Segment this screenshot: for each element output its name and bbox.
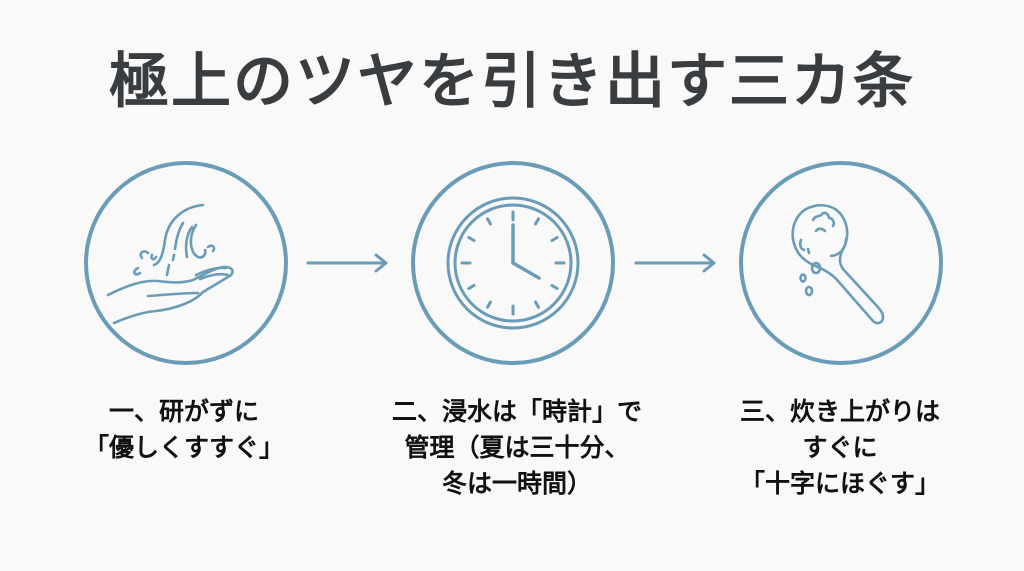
step-2-line-2: 管理（夏は三十分、: [404, 433, 630, 462]
clock-icon: [446, 196, 580, 330]
step-1-caption: 一、研がずに 「優しくすすぐ」: [34, 394, 334, 466]
step-2-caption: 二、浸水は「時計」で 管理（夏は三十分、 冬は一時間）: [352, 394, 682, 502]
step-3-line-3: 「十字にほぐす」: [739, 469, 940, 498]
arrow-right-icon: [634, 253, 716, 273]
step-1-line-2: 「優しくすすぐ」: [83, 433, 284, 462]
step-3-line-2: すぐに: [802, 433, 878, 462]
step-3-circle: [739, 161, 943, 365]
rice-paddle-icon: [791, 203, 885, 325]
step-3-caption: 三、炊き上がりは すぐに 「十字にほぐす」: [690, 394, 990, 502]
step-2-line-1: 二、浸水は「時計」で: [391, 397, 642, 426]
hand-water-icon: [106, 203, 234, 325]
step-1-line-1: 一、研がずに: [108, 397, 259, 426]
step-2-line-3: 冬は一時間）: [441, 469, 592, 498]
step-1-circle: [84, 161, 288, 365]
step-3-line-1: 三、炊き上がりは: [739, 397, 940, 426]
step-2-circle: [411, 161, 615, 365]
arrow-right-icon: [306, 253, 388, 273]
page-title: 極上のツヤを引き出す三カ条: [109, 47, 915, 117]
